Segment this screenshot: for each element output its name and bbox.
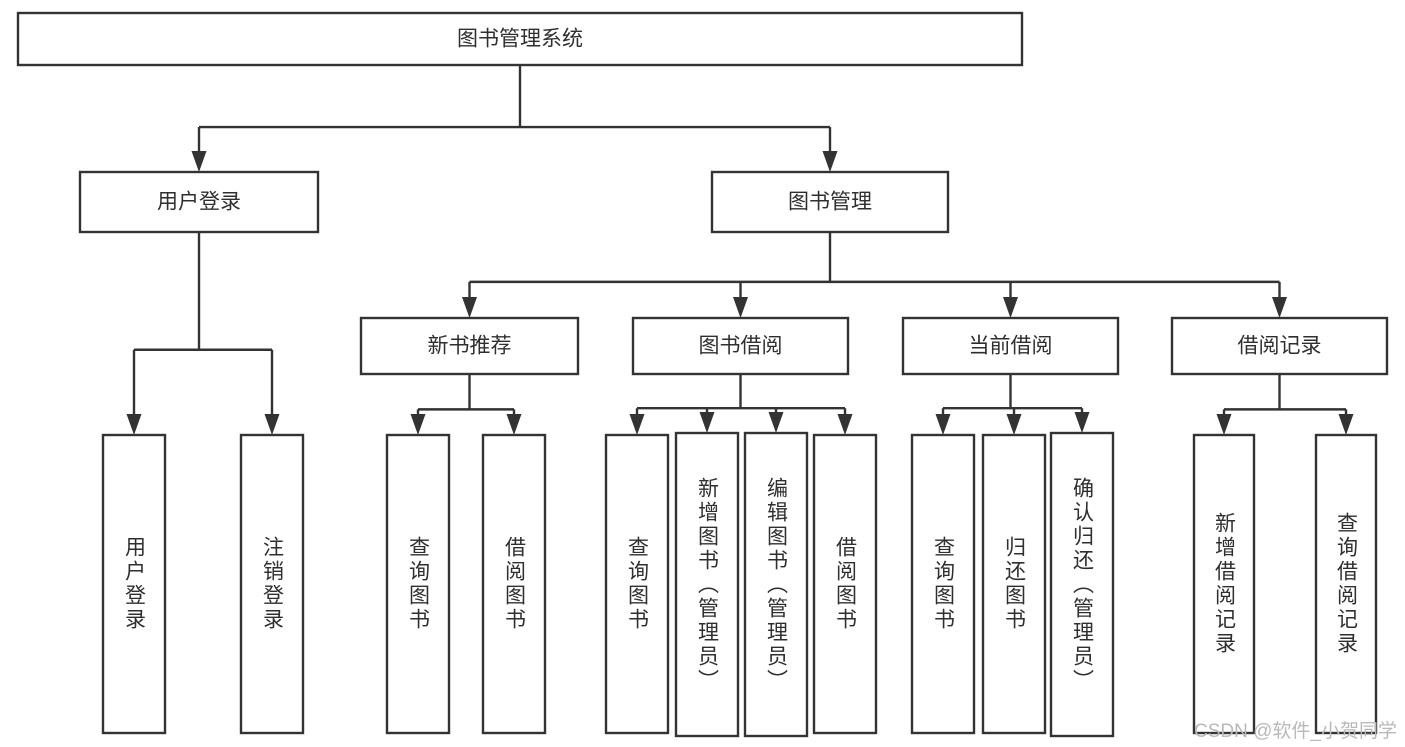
node-box-leaf-borrow-book-1[interactable]	[481, 433, 547, 735]
node-box-new-book-rec[interactable]	[359, 316, 580, 376]
arrow-leaf-logout	[264, 414, 280, 435]
arrow-current-borrow	[1003, 297, 1018, 318]
node-box-leaf-edit-book[interactable]	[743, 431, 809, 738]
arrow-user-login	[191, 151, 207, 172]
node-box-leaf-confirm-return[interactable]	[1049, 431, 1115, 738]
node-box-root[interactable]	[16, 11, 1024, 67]
node-label-root: 图书管理系统	[457, 28, 583, 51]
node-box-leaf-query-record[interactable]	[1314, 433, 1378, 735]
node-box-borrow-record[interactable]	[1170, 316, 1389, 376]
arrow-leaf-query-book-3	[935, 414, 951, 435]
node-box-leaf-borrow-book-2[interactable]	[812, 433, 878, 735]
node-box-leaf-logout[interactable]	[239, 433, 305, 735]
node-label-book-manage: 图书管理	[788, 191, 872, 214]
arrow-new-book-rec	[462, 297, 477, 318]
connectors-layer	[126, 65, 1354, 435]
node-box-book-borrow[interactable]	[631, 316, 850, 376]
node-box-leaf-query-book-1[interactable]	[385, 433, 451, 735]
arrow-leaf-confirm-return	[1074, 412, 1090, 433]
arrow-leaf-add-record	[1216, 414, 1232, 435]
arrow-leaf-add-book	[699, 412, 715, 433]
watermark: CSDN @软件_小贺同学	[1194, 721, 1397, 742]
node-box-leaf-query-book-2[interactable]	[604, 433, 670, 735]
arrow-leaf-borrow-book-2	[837, 414, 853, 435]
boxes-layer	[16, 11, 1389, 738]
node-label-user-login: 用户登录	[157, 191, 241, 214]
node-box-leaf-add-book[interactable]	[674, 431, 740, 738]
node-label-current-borrow: 当前借阅	[969, 335, 1053, 358]
arrow-leaf-query-book-1	[410, 414, 426, 435]
arrow-leaf-query-book-2	[629, 414, 645, 435]
arrow-leaf-edit-book	[768, 412, 784, 433]
arrow-leaf-query-record	[1338, 414, 1354, 435]
node-label-borrow-record: 借阅记录	[1238, 335, 1322, 358]
node-box-current-borrow[interactable]	[901, 316, 1120, 376]
node-box-leaf-add-record[interactable]	[1192, 433, 1256, 735]
node-box-leaf-user-login[interactable]	[101, 433, 167, 735]
node-label-book-borrow: 图书借阅	[699, 335, 783, 358]
node-box-book-manage[interactable]	[710, 170, 950, 234]
arrow-leaf-borrow-book-1	[506, 414, 522, 435]
arrow-book-manage	[822, 151, 838, 172]
arrow-borrow-record	[1272, 297, 1287, 318]
node-box-user-login[interactable]	[78, 170, 320, 234]
arrow-leaf-return-book	[1006, 414, 1022, 435]
node-box-leaf-return-book[interactable]	[981, 433, 1047, 735]
arrow-book-borrow	[733, 297, 748, 318]
node-box-leaf-query-book-3[interactable]	[910, 433, 976, 735]
node-label-new-book-rec: 新书推荐	[428, 335, 512, 358]
arrow-leaf-user-login	[126, 414, 142, 435]
